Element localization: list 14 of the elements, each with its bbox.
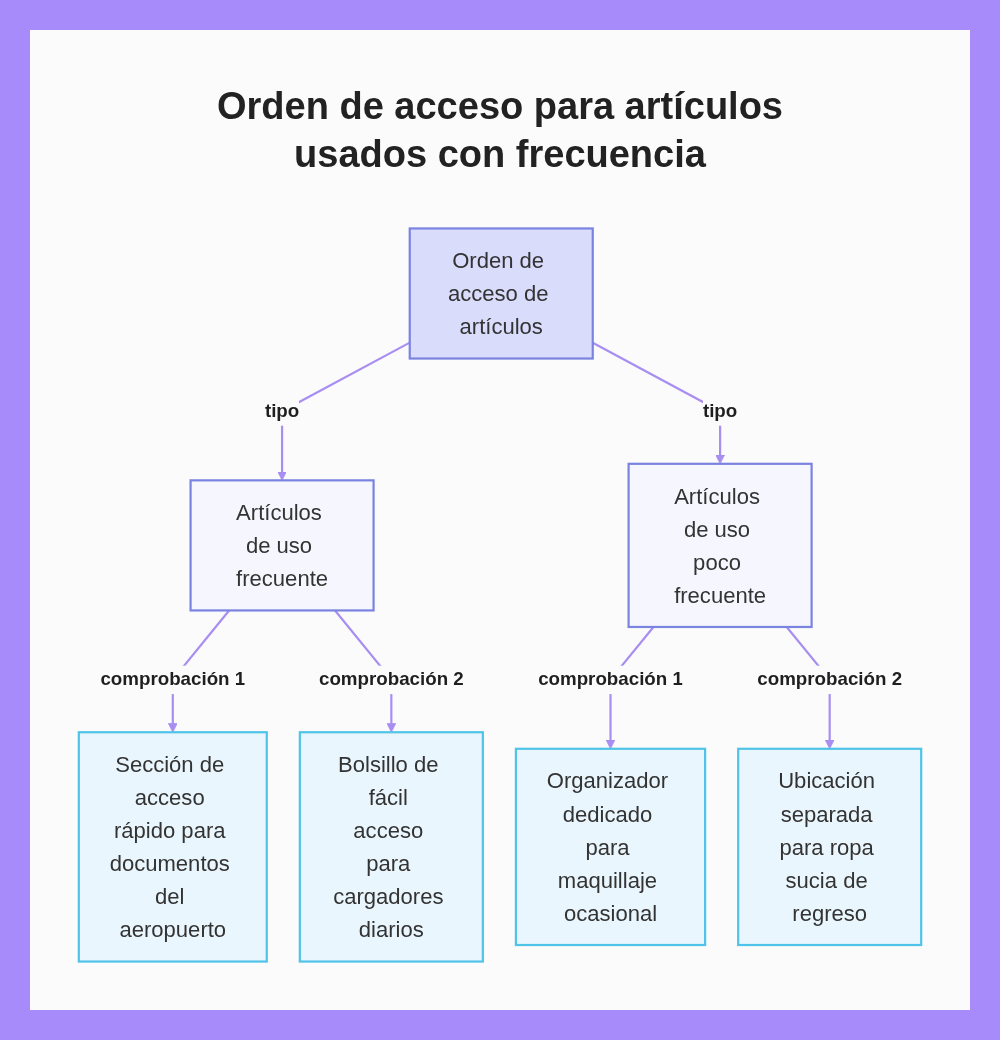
edge-label: tipo — [264, 400, 300, 422]
edge-label: tipo — [702, 400, 738, 422]
edge-label: comprobación 2 — [318, 668, 464, 690]
edge-label: comprobación 1 — [538, 668, 683, 690]
node-box: Organizador dedicado para maquillaje ocasional — [514, 747, 707, 947]
node-box: Ubicación separada para ropa sucia de regreso — [737, 747, 923, 947]
node-box: Bolsillo de fácil acceso para cargadores diarios — [298, 731, 484, 963]
node-box: Artículos de uso frecuente — [189, 479, 375, 612]
node-box: Sección de acceso rápido para documentos del aeropuerto — [77, 731, 268, 963]
node-box: Artículos de uso poco frecuente — [627, 462, 813, 629]
diagram-title: Orden de acceso para artículos usados con frecuencia — [216, 84, 784, 177]
edge-label: comprobación 1 — [100, 668, 246, 690]
edge-label: comprobación 2 — [757, 668, 903, 690]
node-box: Orden de acceso de artículos — [408, 227, 594, 360]
